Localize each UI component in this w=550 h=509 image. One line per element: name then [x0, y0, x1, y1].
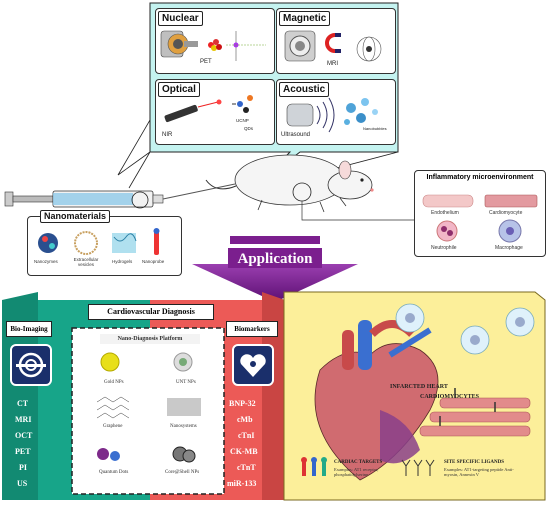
bioimaging-item: PET	[15, 447, 31, 456]
site-specific-ligands-desc: Examples: AT1-targeting peptide Anti-myo…	[444, 467, 514, 477]
heart-monitor-icon	[232, 344, 274, 386]
bioimaging-item: CT	[17, 399, 29, 408]
nanomaterials-icons	[38, 228, 160, 255]
ucnp-label: UCNP	[236, 118, 249, 123]
cardiomyocyte-label: Cardiomyocyte	[489, 210, 523, 216]
application-arrow	[192, 236, 358, 302]
nanomaterials-box: Nanozymes Extracellular vesicles Hydroge…	[27, 216, 182, 276]
application-label: Application	[237, 251, 313, 267]
ultrasound-label: Ultrasound	[281, 132, 311, 138]
neutrophile-label: Neutrophile	[431, 245, 457, 251]
mri-scanner-icon	[284, 30, 382, 62]
bioimaging-item: US	[17, 479, 28, 488]
inflammatory-box: Inflammatory microenvironment Endotheliu…	[414, 170, 546, 257]
inflammatory-cells-icons	[422, 194, 538, 243]
optical-title: Optical	[158, 82, 200, 97]
bioimaging-item: OCT	[15, 431, 33, 440]
nanozymes-label: Nanozymes	[34, 259, 58, 264]
cardiac-targets-title: CARDIAC TARGETS	[334, 460, 383, 465]
biomarkers-title: Biomarkers	[226, 321, 278, 337]
macrophage-label: Macrophage	[495, 245, 523, 251]
nanosystems-label: Nanosystems	[170, 424, 197, 429]
nano-platform-title: Nano-Diagnosis Platform	[100, 334, 200, 344]
biomarker-item: CK-MB	[230, 447, 258, 456]
pet-label: PET	[200, 59, 212, 65]
graphene-label: Graphene	[103, 424, 123, 429]
endothelium-label: Endothelium	[431, 210, 459, 216]
ultrasound-probe-icon	[286, 97, 378, 133]
heart-panel-illustration	[283, 291, 546, 501]
pet-scanner-icon	[160, 30, 266, 61]
ligand-icons	[401, 459, 435, 476]
site-specific-ligands-title: SITE SPECIFIC LIGANDS	[444, 460, 505, 465]
laser-icon	[164, 95, 253, 123]
mouse-syringe-illustration	[4, 154, 415, 221]
nanomaterials-title: Nanomaterials	[40, 210, 111, 223]
cardiac-targets-desc: Examples: AT1 receptor, phosphatidylseri…	[334, 467, 379, 477]
qds-label: QDs	[244, 126, 253, 131]
nanoparticle-icons	[96, 352, 201, 463]
core-shell-nps-label: Core@Shell NPs	[165, 470, 200, 475]
biomarker-item: BNP-32	[229, 399, 256, 408]
nanoprobe-label: Nanoprobe	[142, 259, 165, 264]
magnetic-modality-box: Magnetic MRI	[276, 8, 396, 74]
cardiomyocyte-cells-icon	[419, 388, 531, 437]
nuclear-title: Nuclear	[158, 11, 203, 26]
extracellular-vesicles-label: Extracellular vesicles	[73, 257, 99, 267]
hydrogels-label: Hydrogels	[112, 259, 133, 264]
syringe-icon	[4, 183, 236, 209]
quantum-dots-label: Quantum Dots	[99, 470, 129, 475]
ct-scanner-icon	[10, 344, 52, 386]
biomarker-item: cTnT	[237, 463, 256, 472]
biomarker-item: miR-133	[227, 479, 257, 488]
bioimaging-item: MRI	[15, 415, 32, 424]
unt-nps-label: UNT NPs	[176, 380, 196, 385]
gold-nps-label: Gold NPs	[104, 380, 124, 385]
cardiovascular-diagnosis-title: Cardiovascular Diagnosis	[88, 304, 214, 320]
acoustic-modality-box: Acoustic Ultrasound Nanobubbles	[276, 79, 396, 145]
mri-label: MRI	[327, 61, 338, 67]
nir-label: NIR	[162, 132, 173, 138]
biomarker-item: cMb	[237, 415, 253, 424]
bioimaging-title: Bio-Imaging	[6, 321, 52, 337]
optical-modality-box: Optical NIR UCNP QDs	[155, 79, 275, 145]
cardiac-targets-icons	[301, 457, 327, 476]
nuclear-modality-box: Nuclear PET	[155, 8, 275, 74]
inflammatory-title: Inflammatory microenvironment	[426, 174, 534, 181]
infarcted-heart-label: INFARCTED HEART	[390, 384, 448, 390]
mouse-icon	[205, 154, 415, 221]
infarcted-heart-icon	[314, 320, 439, 481]
bioimaging-item: PI	[19, 463, 27, 472]
biomarker-item: cTnI	[238, 431, 255, 440]
magnetic-title: Magnetic	[279, 11, 331, 26]
cardiomyocytes-label: CARDIOMYOCYTES	[420, 394, 480, 400]
nanoparticle-cluster-icons	[395, 303, 535, 355]
nanobubbles-label: Nanobubbles	[363, 126, 387, 131]
acoustic-title: Acoustic	[279, 82, 330, 97]
